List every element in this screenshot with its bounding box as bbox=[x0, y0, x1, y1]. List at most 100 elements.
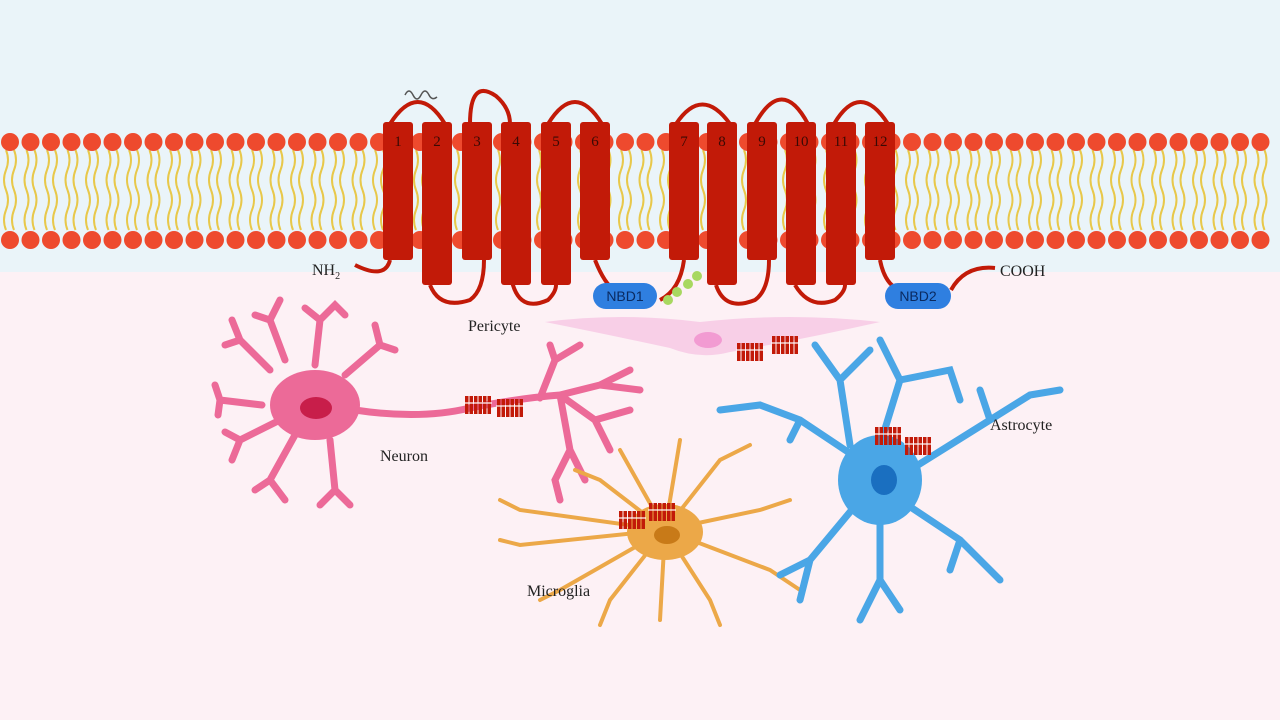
lipid-tail bbox=[1253, 149, 1268, 231]
lipid-head bbox=[1210, 231, 1229, 249]
helix-number: 11 bbox=[834, 134, 848, 150]
transporter-icon bbox=[874, 427, 902, 445]
phosphate-icon bbox=[663, 295, 673, 305]
lipid-head bbox=[267, 231, 286, 249]
protein-loop bbox=[753, 97, 810, 125]
lipid-tail bbox=[966, 149, 981, 231]
helix-number: 12 bbox=[873, 134, 888, 150]
lipid-head bbox=[144, 231, 163, 249]
protein-loop bbox=[674, 102, 732, 126]
helix-1 bbox=[383, 122, 413, 260]
lipid-head bbox=[144, 133, 163, 151]
lipid-tail bbox=[249, 149, 263, 231]
transporter-icon bbox=[771, 336, 799, 354]
phosphorylation-sites bbox=[663, 271, 702, 305]
lipid-tail bbox=[23, 149, 38, 231]
helix-12 bbox=[865, 122, 895, 260]
protein-loops bbox=[354, 89, 996, 306]
lipid-head bbox=[1026, 133, 1044, 151]
astrocyte-cell bbox=[716, 336, 1064, 624]
lipid-head bbox=[42, 133, 60, 151]
lipid-tail bbox=[925, 149, 940, 231]
lipid-head bbox=[1067, 133, 1085, 151]
lipid-head bbox=[1169, 231, 1188, 249]
lipid-tail bbox=[1089, 149, 1104, 231]
lipid-head bbox=[329, 133, 347, 151]
lipid-head bbox=[308, 231, 327, 249]
svg-text:NBD2: NBD2 bbox=[899, 288, 937, 304]
lipid-head bbox=[636, 231, 655, 249]
lipid-head bbox=[349, 133, 368, 151]
lipid-head bbox=[1005, 133, 1024, 151]
lipid-head bbox=[1108, 231, 1126, 249]
nbd1-domain: NBD1 bbox=[593, 283, 657, 309]
helix-5 bbox=[541, 122, 571, 285]
lipid-head bbox=[288, 133, 306, 151]
lipid-head bbox=[226, 133, 245, 151]
lipid-head bbox=[964, 231, 983, 249]
lipid-tail bbox=[105, 149, 120, 231]
lipid-tail bbox=[167, 149, 181, 231]
lipid-head bbox=[985, 231, 1003, 249]
lipid-tail bbox=[1171, 149, 1186, 231]
lipid-head bbox=[185, 133, 204, 151]
protein-loop bbox=[714, 259, 771, 306]
lipid-head bbox=[42, 231, 60, 249]
lipid-head bbox=[923, 231, 942, 249]
protein-loop bbox=[949, 265, 996, 292]
helix-11 bbox=[826, 122, 856, 285]
transporter-icon bbox=[496, 399, 524, 417]
lipid-tail bbox=[1110, 149, 1124, 231]
lipid-head bbox=[985, 133, 1003, 151]
lipid-tail bbox=[208, 149, 222, 231]
lipid-head bbox=[923, 133, 942, 151]
lipid-head bbox=[267, 133, 286, 151]
nbd2-domain: NBD2 bbox=[885, 283, 951, 309]
lipid-head bbox=[903, 231, 921, 249]
lipid-tail bbox=[1007, 149, 1022, 231]
lipid-tail bbox=[351, 149, 366, 231]
phosphate-icon bbox=[692, 271, 702, 281]
helix-2 bbox=[422, 122, 452, 285]
phosphate-icon bbox=[672, 287, 682, 297]
lipid-head bbox=[329, 231, 347, 249]
pericyte-label: Pericyte bbox=[468, 318, 520, 335]
protein-loop bbox=[508, 269, 558, 306]
lipid-head bbox=[103, 231, 122, 249]
lipid-head bbox=[964, 133, 983, 151]
lipid-head bbox=[1128, 231, 1147, 249]
n-terminus-label: NH2 bbox=[312, 262, 340, 282]
microglia-label: Microglia bbox=[527, 583, 590, 600]
lipid-head bbox=[1005, 231, 1024, 249]
protein-loop bbox=[428, 259, 486, 305]
lipid-tail bbox=[44, 149, 58, 231]
protein-loop bbox=[468, 89, 512, 125]
lipid-head bbox=[1190, 231, 1208, 249]
lipid-head bbox=[1231, 133, 1249, 151]
lipid-head bbox=[288, 231, 306, 249]
lipid-head bbox=[1169, 133, 1188, 151]
protein-loop bbox=[659, 259, 686, 302]
protein-loop bbox=[793, 283, 847, 305]
intracellular-background bbox=[0, 272, 1280, 720]
lipid-tail bbox=[987, 149, 1001, 231]
lipid-head bbox=[206, 231, 224, 249]
helix-6 bbox=[580, 122, 610, 260]
lipid-head bbox=[1046, 133, 1065, 151]
lipid-head bbox=[308, 133, 327, 151]
protein-loop bbox=[354, 259, 392, 274]
lipid-head bbox=[1, 231, 19, 249]
phosphate-icon bbox=[683, 279, 693, 289]
neuron-label: Neuron bbox=[380, 448, 428, 465]
glycosylation-icon bbox=[404, 90, 438, 100]
lipid-tail bbox=[1192, 149, 1206, 231]
receptor-icons bbox=[464, 336, 932, 529]
lipid-head bbox=[185, 231, 204, 249]
svg-text:NBD1: NBD1 bbox=[606, 288, 644, 304]
lipid-head bbox=[903, 133, 921, 151]
lipid-tail bbox=[228, 149, 243, 231]
astrocyte-label: Astrocyte bbox=[990, 417, 1052, 434]
lipid-head bbox=[206, 133, 224, 151]
neuron-cell bbox=[211, 296, 644, 509]
lipid-tail bbox=[1212, 149, 1227, 231]
